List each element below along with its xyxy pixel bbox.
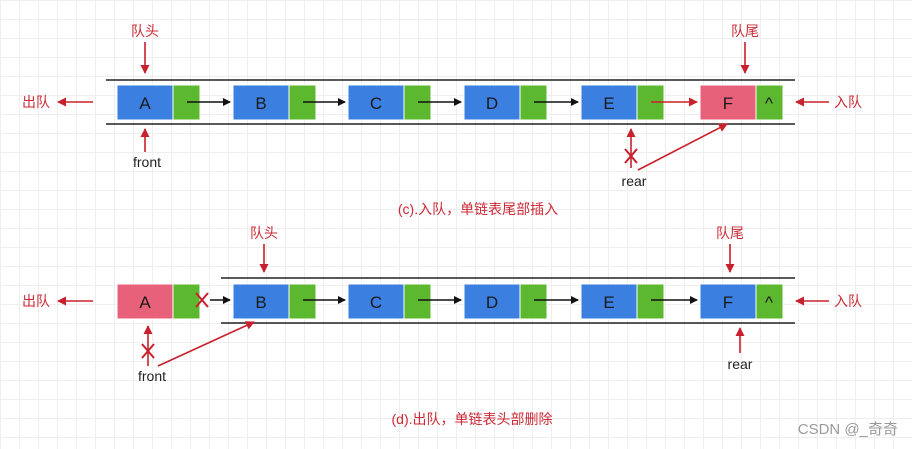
- dequeue-label: 出队: [22, 293, 50, 309]
- node-label: E: [603, 293, 614, 312]
- queue-head-label: 队头: [131, 23, 159, 39]
- node-next-box: [172, 283, 201, 320]
- null-marker: ^: [765, 94, 773, 113]
- node-label: C: [370, 293, 382, 312]
- node-data-box: [347, 283, 405, 320]
- node-d: D: [463, 84, 548, 121]
- node-label: F: [723, 94, 733, 113]
- node-b: B: [232, 283, 317, 320]
- node-label: E: [603, 94, 614, 113]
- node-e: E: [580, 84, 665, 121]
- diagram-c: A B C D E: [22, 23, 862, 217]
- node-data-box: [232, 283, 290, 320]
- node-data-box: [699, 84, 757, 121]
- front-label: front: [138, 368, 166, 384]
- node-label: A: [139, 293, 151, 312]
- node-label: F: [723, 293, 733, 312]
- dequeue-label: 出队: [22, 94, 50, 110]
- node-d: D: [463, 283, 548, 320]
- removed-link-cross-icon: [195, 292, 209, 308]
- front-label: front: [133, 154, 161, 170]
- node-f: F ^: [699, 283, 784, 320]
- caption-d: (d).出队，单链表头部删除: [392, 411, 553, 427]
- watermark: CSDN @_奇奇: [797, 421, 898, 438]
- null-marker: ^: [765, 293, 773, 312]
- node-next-box: [519, 84, 548, 121]
- removed-pointer-cross-icon: [624, 148, 638, 164]
- node-data-box: [580, 283, 638, 320]
- removed-pointer-cross-icon: [141, 343, 155, 359]
- node-next-box: [519, 283, 548, 320]
- node-next-box: [403, 283, 432, 320]
- node-label: B: [255, 293, 266, 312]
- rear-label: rear: [622, 173, 647, 189]
- enqueue-label: 入队: [834, 293, 862, 309]
- node-next-box: [755, 84, 784, 121]
- node-label: C: [370, 94, 382, 113]
- node-c: C: [347, 283, 432, 320]
- node-e: E: [580, 283, 665, 320]
- node-label: A: [139, 94, 151, 113]
- node-next-box: [755, 283, 784, 320]
- node-a: A: [116, 84, 201, 121]
- node-f-new: F ^: [699, 84, 784, 121]
- node-label: D: [486, 293, 498, 312]
- node-data-box: [116, 283, 174, 320]
- node-data-box: [347, 84, 405, 121]
- caption-c: (c).入队，单链表尾部插入: [398, 201, 558, 217]
- queue-tail-label: 队尾: [731, 23, 759, 39]
- node-next-box: [288, 283, 317, 320]
- queue-tail-label: 队尾: [716, 225, 744, 241]
- diagram-d: A B C D E: [22, 225, 862, 427]
- new-rear-pointer-arrow: [637, 123, 728, 171]
- enqueue-label: 入队: [834, 94, 862, 110]
- node-data-box: [463, 84, 521, 121]
- queue-head-label: 队头: [250, 225, 278, 241]
- node-next-box: [636, 283, 665, 320]
- node-data-box: [232, 84, 290, 121]
- node-data-box: [699, 283, 757, 320]
- node-label: D: [486, 94, 498, 113]
- node-label: B: [255, 94, 266, 113]
- node-a-removed: A: [116, 283, 201, 320]
- new-front-pointer-arrow: [157, 321, 255, 367]
- node-data-box: [463, 283, 521, 320]
- rear-label: rear: [728, 356, 753, 372]
